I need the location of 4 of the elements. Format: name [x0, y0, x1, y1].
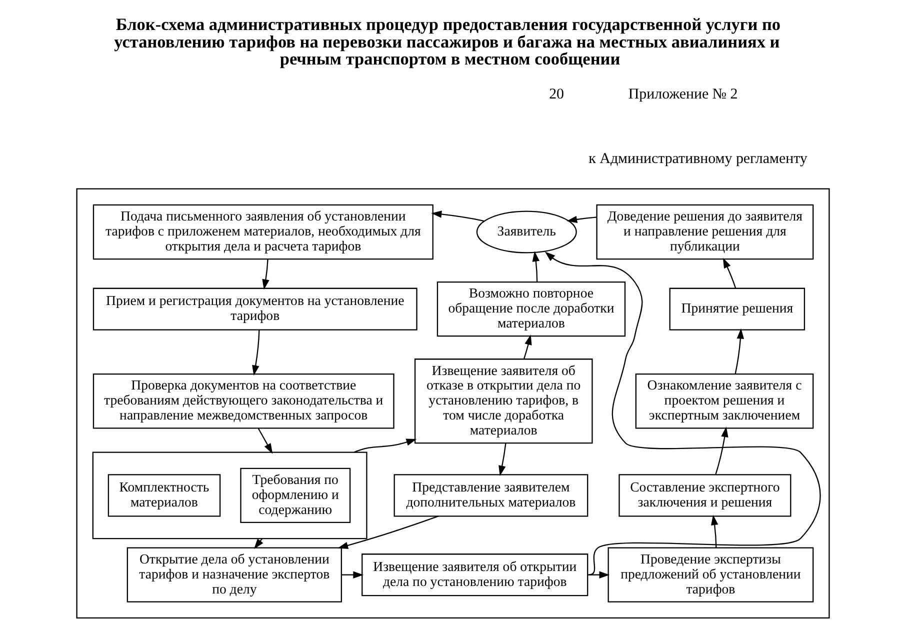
diagram-title: Блок-схема административных процедур предоставления государственной услуги по установлению тарифов на перевозки пассажиров и багажа на местных авиалиниях и речным транспортом в местном сообщении: [114, 15, 780, 69]
label: Приложение № 2: [628, 86, 738, 102]
label: 20: [548, 86, 564, 102]
label: к Административному регламенту: [588, 150, 807, 167]
